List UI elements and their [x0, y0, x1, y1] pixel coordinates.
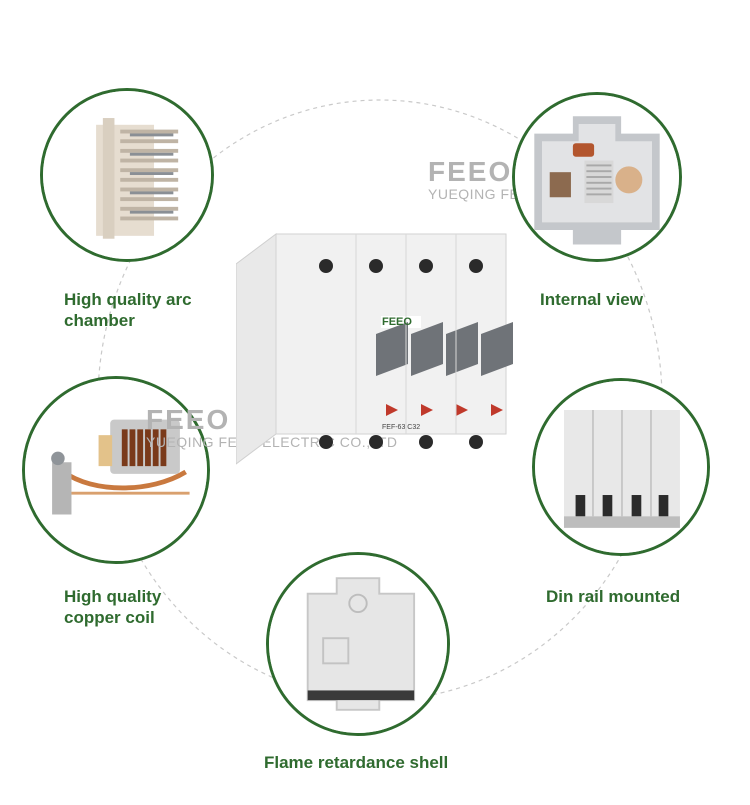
arc-chamber-plates: [96, 118, 179, 239]
din-rail-image: [535, 381, 707, 553]
watermark-brand: FEEO: [428, 156, 513, 187]
shell-label: Flame retardance shell: [264, 752, 448, 773]
din-rail-label: Din rail mounted: [546, 586, 680, 607]
arc-chamber-label: High quality arc chamber: [64, 289, 192, 331]
breaker-model-label: FEF-63 C32: [382, 424, 421, 431]
din-rail-circle: [532, 378, 710, 556]
internal-view-image: [515, 95, 679, 259]
circuit-breaker-image: [235, 233, 513, 465]
arc-chamber-label-line1: High quality arc: [64, 290, 192, 309]
watermark-mid-company: YUEQING FEED ELECTRIC CO.,LTD: [146, 434, 398, 450]
shell-circle: [266, 552, 450, 736]
watermark-mid: FEEO YUEQING FEED ELECTRIC CO.,LTD: [146, 404, 398, 450]
internal-view-circle: [512, 92, 682, 262]
breaker-brand-label: FEEO: [382, 316, 412, 328]
copper-coil-image: [25, 379, 207, 561]
arc-chamber-image: [43, 91, 211, 259]
copper-coil-label-line1: High quality: [64, 587, 162, 606]
circuit-breaker-product: FEEO FEF-63 C32: [235, 224, 526, 494]
arc-chamber-label-line2: chamber: [64, 311, 135, 330]
din-rail-label-line1: Din rail mounted: [546, 587, 681, 606]
internal-view-label: Internal view: [540, 289, 643, 310]
copper-coil-label-line2: copper coil: [64, 608, 155, 627]
arc-chamber-circle: [40, 88, 214, 262]
shell-label-line1: Flame retardance shell: [264, 753, 449, 772]
copper-coil-label: High quality copper coil: [64, 586, 161, 628]
watermark-mid-brand: FEEO: [146, 404, 231, 435]
copper-coil-circle: [22, 376, 210, 564]
shell-image: [269, 555, 447, 733]
internal-view-label-line1: Internal view: [540, 290, 643, 309]
